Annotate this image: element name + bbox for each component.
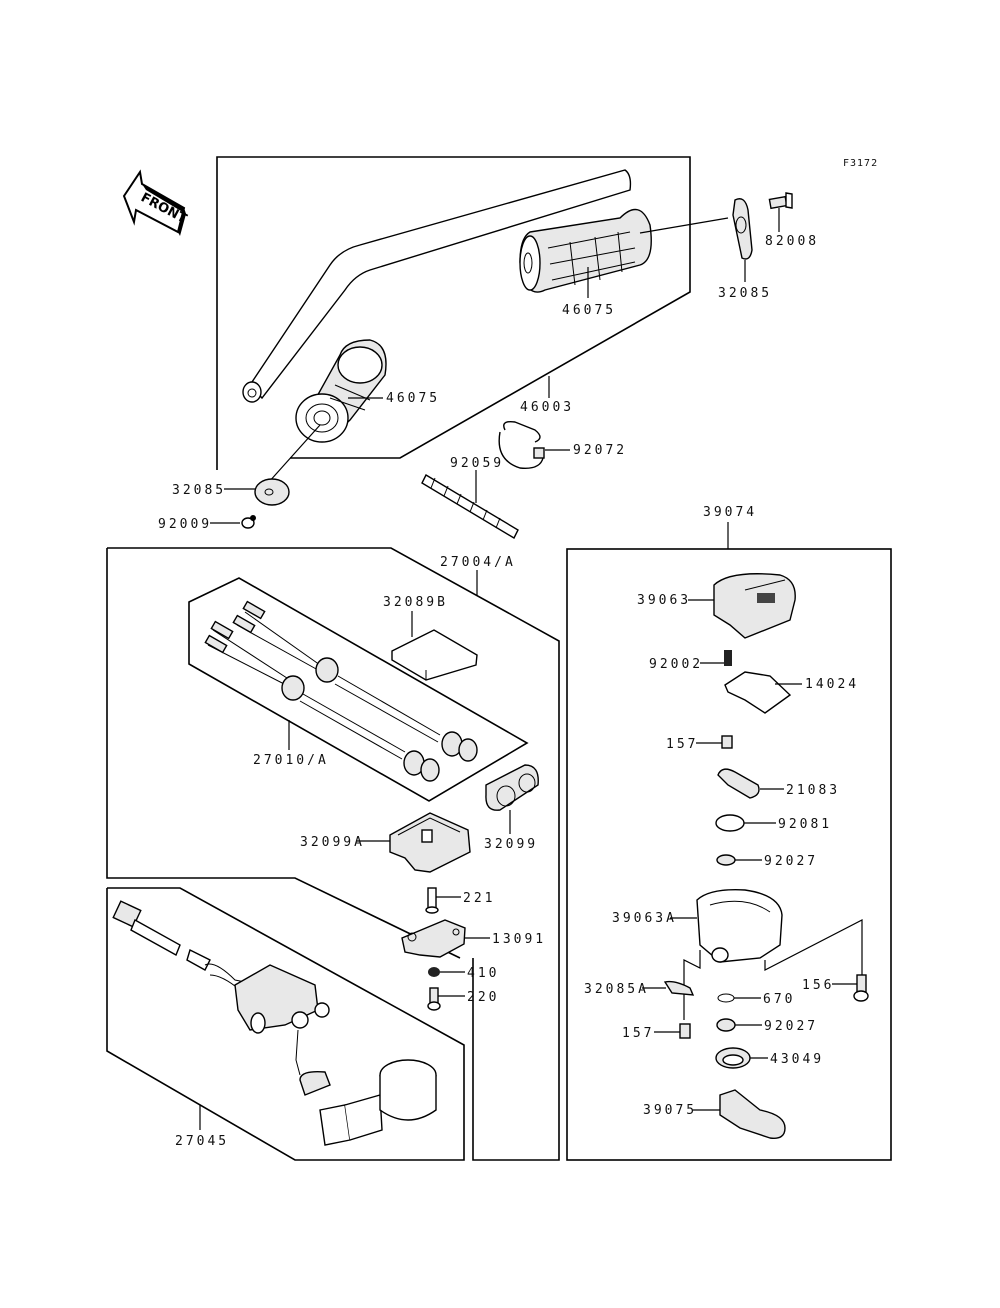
label-92002: 92002: [649, 657, 703, 672]
throttle-group-39074: 39074 39063 92002 14024 157 21083 92081: [566, 505, 892, 1161]
terminal-21083: [717, 768, 760, 799]
cable-guide-32085A: [663, 980, 695, 996]
spiral-tube-92059: [421, 474, 519, 539]
kill-switch-27045: [112, 900, 437, 1146]
label-92027-top: 92027: [764, 854, 818, 869]
cover-32089B: [391, 629, 478, 681]
housing-32099A: [389, 812, 471, 873]
label-220: 220: [467, 990, 499, 1005]
front-arrow-icon: FRONT: [122, 169, 189, 236]
grip-right-46075: [519, 208, 652, 293]
label-82008: 82008: [765, 234, 819, 249]
label-27010A: 27010/A: [253, 753, 329, 768]
label-32085-left: 32085: [172, 483, 226, 498]
label-46075-left: 46075: [386, 391, 440, 406]
label-39074: 39074: [703, 505, 757, 520]
figure-code: F3172: [843, 158, 878, 169]
nut-410: [428, 967, 440, 977]
throttle-housing-39063A: [696, 889, 783, 963]
label-46003: 46003: [520, 400, 574, 415]
label-14024: 14024: [805, 677, 859, 692]
frame-27010A: [188, 577, 529, 802]
handlebar-frame: [216, 156, 691, 470]
screw-220: [427, 987, 441, 1011]
label-92009: 92009: [158, 517, 212, 532]
label-39063: 39063: [637, 593, 691, 608]
cable-assembly-27010A: [204, 600, 478, 782]
label-21083: 21083: [786, 783, 840, 798]
frame-39074: [566, 548, 892, 1161]
label-39075: 39075: [643, 1103, 697, 1118]
bar-end-32085-left: [254, 478, 290, 506]
throttle-lever-39075: [719, 1089, 786, 1139]
screw-82008: [768, 192, 793, 210]
grommet-32099: [485, 764, 539, 811]
clamp-13091: [401, 919, 466, 958]
label-39063A: 39063A: [612, 911, 677, 926]
handlebar-46003: [249, 169, 632, 400]
gasket-14024: [724, 671, 792, 714]
oring-670: [717, 993, 735, 1003]
label-46075-right: 46075: [562, 303, 616, 318]
switch-group-27004A: 27004/A 27010/A: [106, 547, 560, 1161]
screw-221: [425, 887, 439, 914]
label-43049: 43049: [770, 1052, 824, 1067]
label-32089B: 32089B: [383, 595, 448, 610]
washer-92027-bottom: [716, 1018, 736, 1032]
kill-switch-group-27045: 27045: [106, 887, 465, 1161]
label-156: 156: [802, 978, 834, 993]
screw-92002: [724, 650, 732, 666]
throttle-cover-39063: [713, 573, 796, 639]
label-157-top: 157: [666, 737, 698, 752]
label-32099: 32099: [484, 837, 538, 852]
label-92072: 92072: [573, 443, 627, 458]
label-92081: 92081: [778, 817, 832, 832]
label-221: 221: [463, 891, 495, 906]
bolt-156: [853, 974, 869, 1002]
label-32085-right: 32085: [718, 286, 772, 301]
frame-27004A-left: [106, 548, 461, 959]
clamp-92081: [715, 814, 745, 832]
label-92059: 92059: [450, 456, 504, 471]
frame-27004A-right: [107, 547, 560, 1161]
label-32099A: 32099A: [300, 835, 365, 850]
label-157-bottom: 157: [622, 1026, 654, 1041]
frame-27045: [106, 887, 465, 1161]
label-92027-bottom: 92027: [764, 1019, 818, 1034]
label-27045: 27045: [175, 1134, 229, 1149]
grip-left-46075: [295, 339, 387, 443]
screw-92009: [241, 515, 256, 529]
label-27004A: 27004/A: [440, 555, 516, 570]
washer-92027-top: [716, 854, 736, 866]
bar-end-32085-right: [732, 198, 753, 260]
label-13091: 13091: [492, 932, 546, 947]
fitting-157-bottom: [679, 1023, 691, 1039]
seal-43049: [715, 1047, 751, 1069]
handlebar-group: [216, 156, 729, 484]
band-92072: [498, 420, 545, 469]
label-410: 410: [467, 966, 499, 981]
label-32085A: 32085A: [584, 982, 649, 997]
fitting-157-top: [721, 735, 733, 749]
label-670: 670: [763, 992, 795, 1007]
